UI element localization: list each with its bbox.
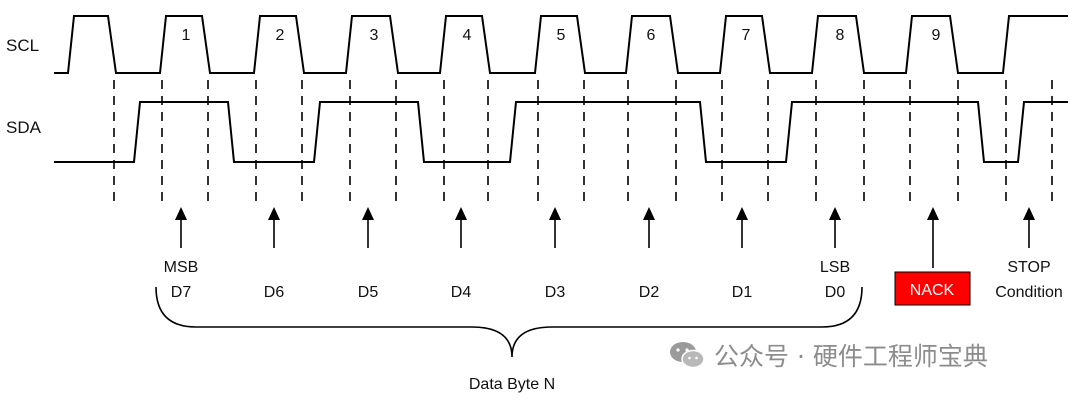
data-byte-label: Data Byte N bbox=[469, 376, 555, 393]
scl-label: SCL bbox=[6, 36, 39, 55]
stop-label-line2: Condition bbox=[995, 284, 1063, 301]
bit-marker-D1: D1 bbox=[732, 207, 753, 301]
bit-label: D1 bbox=[732, 284, 753, 301]
clock-number-5: 5 bbox=[557, 27, 566, 44]
up-arrow-icon bbox=[268, 207, 280, 220]
up-arrow-icon bbox=[736, 207, 748, 220]
sda-waveform bbox=[54, 101, 1068, 163]
clock-number-1: 1 bbox=[182, 27, 191, 44]
clock-number-7: 7 bbox=[742, 27, 751, 44]
bit-label: D2 bbox=[639, 284, 660, 301]
bit-label: D5 bbox=[358, 284, 379, 301]
sample-dash-lines bbox=[113, 80, 1053, 206]
clock-number-2: 2 bbox=[276, 27, 285, 44]
bit-marker-D0: LSB D0 bbox=[820, 207, 850, 301]
bit-label: D3 bbox=[545, 284, 566, 301]
up-arrow-icon bbox=[455, 207, 467, 220]
stop-arrow-icon bbox=[1023, 207, 1035, 220]
nack-label: NACK bbox=[910, 282, 955, 299]
bit-label: D6 bbox=[264, 284, 285, 301]
clock-number-4: 4 bbox=[463, 27, 472, 44]
bit-label: D0 bbox=[825, 284, 846, 301]
data-byte-brace bbox=[155, 286, 863, 358]
clock-pulse-numbers: 1 2 3 4 5 6 7 8 9 bbox=[182, 27, 941, 44]
bit-marker-D4: D4 bbox=[451, 207, 472, 301]
up-arrow-icon bbox=[362, 207, 374, 220]
bit-label: D4 bbox=[451, 284, 472, 301]
scl-waveform bbox=[54, 15, 1068, 74]
data-bit-markers: MSB D7 D6 D5 D4 D3 D2 D1 LSB D0 bbox=[164, 207, 850, 301]
up-arrow-icon bbox=[829, 207, 841, 220]
sda-label: SDA bbox=[6, 118, 42, 137]
up-arrow-icon bbox=[549, 207, 561, 220]
bit-marker-D6: D6 bbox=[264, 207, 285, 301]
clock-number-9: 9 bbox=[932, 27, 941, 44]
bit-marker-D3: D3 bbox=[545, 207, 566, 301]
stop-label-line1: STOP bbox=[1007, 259, 1050, 276]
bit-marker-D5: D5 bbox=[358, 207, 379, 301]
clock-number-8: 8 bbox=[836, 27, 845, 44]
bit-label-top: MSB bbox=[164, 259, 199, 276]
up-arrow-icon bbox=[643, 207, 655, 220]
watermark-text: 公众号 · 硬件工程师宝典 bbox=[714, 342, 988, 371]
clock-number-6: 6 bbox=[647, 27, 656, 44]
bit-label-top: LSB bbox=[820, 259, 850, 276]
clock-number-3: 3 bbox=[370, 27, 379, 44]
stop-marker: STOP Condition bbox=[995, 207, 1063, 301]
wechat-icon bbox=[670, 342, 705, 369]
watermark: 公众号 · 硬件工程师宝典 bbox=[668, 338, 988, 372]
nack-arrow-icon bbox=[927, 207, 939, 220]
up-arrow-icon bbox=[175, 207, 187, 220]
bit-marker-D2: D2 bbox=[639, 207, 660, 301]
nack-marker: NACK bbox=[894, 207, 971, 306]
nack-box bbox=[894, 271, 971, 306]
bit-marker-D7: MSB D7 bbox=[164, 207, 199, 301]
bit-label: D7 bbox=[171, 284, 192, 301]
